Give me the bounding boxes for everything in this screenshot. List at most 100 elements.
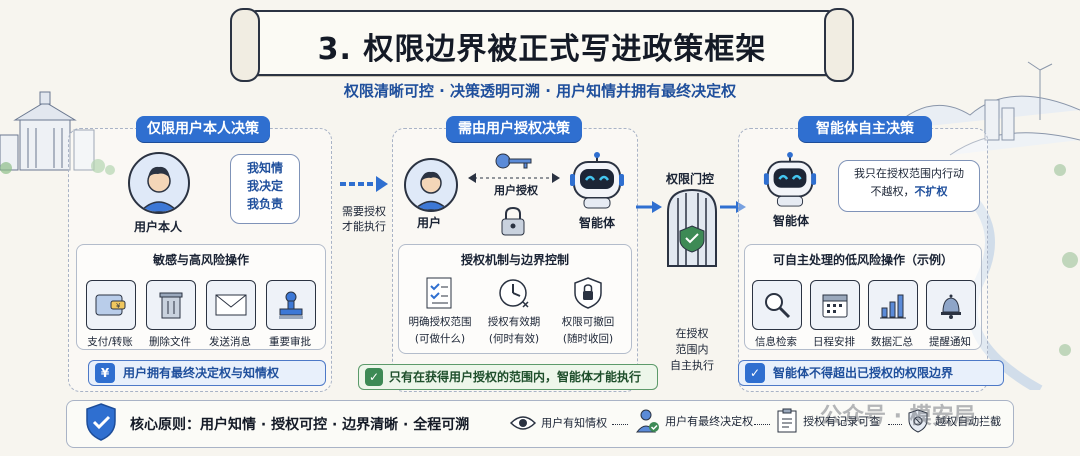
low-risk-op-search-label: 信息检索 <box>755 336 797 348</box>
bar-chart-icon <box>868 280 918 330</box>
speech-line-1: 我知情 <box>246 161 283 175</box>
magnifier-icon <box>752 280 802 330</box>
gate-note-line1: 在授权 <box>675 327 709 340</box>
shield-block-icon <box>908 409 928 433</box>
clock-icon <box>499 279 529 308</box>
check-shield-icon: ✓ <box>745 363 765 383</box>
robot-icon <box>763 152 817 207</box>
principle-decide-label: 用户有最终决定权 <box>665 415 754 428</box>
watermark: 公众号 · 模安局 <box>820 398 976 430</box>
sensitive-op-approval: 重要审批 <box>266 280 316 349</box>
control-scope-sub: (可做什么) <box>414 333 466 345</box>
control-scope-label: 明确授权范围 <box>408 316 472 328</box>
agent-autonomous-badge: 智能体自主决策 <box>798 116 932 142</box>
left-footer-text: 用户拥有最终决定权与知情权 <box>123 366 280 380</box>
gate-note-line2: 范围内 <box>675 343 709 356</box>
dots-separator-1 <box>612 424 628 425</box>
agent-speech-bubble: 我只在授权范围内行动 不越权，不扩权 <box>838 160 980 212</box>
speech-line-2: 我决定 <box>246 179 283 193</box>
calendar-icon <box>810 280 860 330</box>
sensitive-ops-title: 敏感与高风险操作 <box>152 253 249 267</box>
lock-shield-icon <box>574 277 602 309</box>
user-label: 用户 <box>416 216 441 230</box>
user-speech-bubble: 我知情 我决定 我负责 <box>230 154 300 224</box>
agent-speech-line2b: 不扩权 <box>914 185 948 198</box>
landscape-sketch <box>890 61 1080 390</box>
user-only-badge: 仅限用户本人决策 <box>136 116 270 142</box>
agent-speech-line2a: 不越权， <box>870 185 915 198</box>
control-validity: 授权有效期 (何时有效) <box>478 276 550 346</box>
record-icon <box>777 408 797 433</box>
page-subtitle: 权限清晰可控 · 决策透明可溯 · 用户知情并拥有最终决定权 <box>343 82 737 100</box>
user-authorized-badge: 需由用户授权决策 <box>446 116 582 142</box>
gate-icon <box>667 188 717 267</box>
low-risk-ops-title: 可自主处理的低风险操作（示例） <box>772 253 953 267</box>
principle-informed-label: 用户有知情权 <box>541 416 608 430</box>
person-icon <box>138 166 180 212</box>
lock-icon <box>501 206 525 236</box>
agent-robot <box>568 152 626 214</box>
title-banner: 3. 权限边界被正式写进政策框架 <box>230 8 854 82</box>
principle-item-record: 授权有记录可查 <box>776 408 880 434</box>
yen-shield-icon: ¥ <box>95 363 115 383</box>
dots-separator-3 <box>888 424 902 425</box>
middle-footer: ✓ 只有在获得用户授权的范围内，智能体才能执行 <box>358 364 658 390</box>
page-title: 3. 权限边界被正式写进政策框架 <box>317 32 767 67</box>
core-principle: 核心原则：用户知情 · 授权可控 · 边界清晰 · 全程可溯 <box>130 417 470 433</box>
need-auth-line1: 需要授权 <box>342 205 386 218</box>
eye-icon <box>509 415 537 430</box>
left-footer: ¥ 用户拥有最终决定权与知情权 <box>88 360 326 386</box>
low-risk-op-remind: 提醒通知 <box>926 280 978 349</box>
auth-mechanism-title: 授权机制与边界控制 <box>460 253 569 267</box>
control-revoke-sub: (随时收回) <box>562 333 614 345</box>
control-validity-label: 授权有效期 <box>487 316 541 328</box>
checklist-icon <box>426 277 452 309</box>
speech-line-3: 我负责 <box>246 197 283 211</box>
watermark-text: 公众号 · 模安局 <box>820 404 976 429</box>
principle-record-label: 授权有记录可查 <box>803 415 881 428</box>
shield-check-icon <box>86 403 116 441</box>
principle-item-informed: 用户有知情权 <box>509 412 608 432</box>
svg-text:¥: ¥ <box>116 302 121 310</box>
control-revoke-label: 权限可撤回 <box>561 316 615 328</box>
user-check-icon <box>635 409 659 433</box>
principle-bar <box>66 400 1014 448</box>
auth-label: 用户授权 <box>494 184 538 197</box>
middle-footer-text: 只有在获得用户授权的范围内，智能体才能执行 <box>389 370 642 384</box>
check-shield-icon: ✓ <box>365 368 383 386</box>
sensitive-op-delete: 删除文件 <box>146 280 196 349</box>
control-revoke: 权限可撤回 (随时收回) <box>552 276 624 346</box>
trash-icon <box>146 280 196 330</box>
gate-note-line3: 自主执行 <box>670 359 714 372</box>
principle-block-label: 越权自动拦截 <box>935 415 1002 428</box>
control-scope: 明确授权范围 (可做什么) <box>404 276 476 346</box>
low-risk-op-schedule-label: 日程安排 <box>813 336 855 348</box>
low-risk-op-summary: 数据汇总 <box>868 280 920 349</box>
agent-label: 智能体 <box>578 216 615 230</box>
right-agent-robot <box>762 152 818 212</box>
control-validity-sub: (何时有效) <box>488 333 540 345</box>
right-footer: ✓ 智能体不得超出已授权的权限边界 <box>738 360 1004 386</box>
person-icon <box>412 171 450 210</box>
envelope-icon <box>206 280 256 330</box>
sensitive-op-pay-label: 支付/转账 <box>87 336 133 348</box>
stamp-icon <box>266 280 316 330</box>
key-icon <box>495 153 532 169</box>
robot-icon <box>570 152 624 209</box>
arrow-into-gate-icon <box>636 201 662 213</box>
wallet-icon: ¥ <box>86 280 136 330</box>
user-small-avatar <box>404 158 458 212</box>
low-risk-op-remind-label: 提醒通知 <box>929 336 971 348</box>
gate-title: 权限门控 <box>665 172 714 186</box>
need-auth-note: 需要授权 才能执行 <box>336 204 392 234</box>
right-agent-label: 智能体 <box>772 214 809 228</box>
gate-note: 在授权 范围内 自主执行 <box>660 326 724 374</box>
city-sketch <box>0 91 115 175</box>
principle-item-block: 越权自动拦截 <box>906 408 1001 434</box>
user-self-label: 用户本人 <box>133 220 182 234</box>
low-risk-op-schedule: 日程安排 <box>810 280 862 349</box>
dots-separator-2 <box>754 424 770 425</box>
sensitive-op-pay: ¥ 支付/转账 <box>86 280 136 349</box>
need-auth-line2: 才能执行 <box>342 220 386 233</box>
right-footer-text: 智能体不得超出已授权的权限边界 <box>773 366 954 380</box>
